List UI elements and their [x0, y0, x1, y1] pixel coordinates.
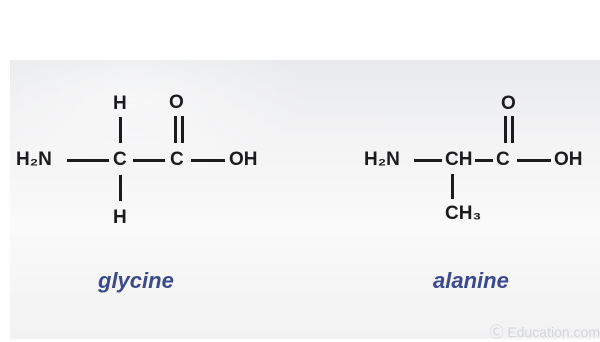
- glycine-top-hydrogen: H: [113, 94, 127, 113]
- glycine-double-bond-right: [181, 116, 184, 143]
- glycine-bond-c-oh: [191, 159, 225, 162]
- glycine-bond-n-c: [67, 159, 109, 162]
- alanine-bond-c-ch3: [451, 174, 454, 199]
- alanine-label: alanine: [433, 270, 509, 292]
- alanine-alpha-carbon-group: CH: [445, 150, 472, 169]
- alanine-amino-group: H₂N: [364, 150, 400, 169]
- glycine-bond-c-c: [133, 159, 165, 162]
- alanine-bond-c-oh: [517, 159, 551, 162]
- glycine-bottom-hydrogen: H: [113, 208, 127, 227]
- glycine-carbonyl-oxygen: O: [169, 93, 184, 112]
- glycine-label: glycine: [98, 270, 174, 292]
- alanine-bond-n-c: [414, 159, 442, 162]
- glycine-carboxyl-carbon: C: [170, 150, 184, 169]
- alanine-double-bond-right: [511, 116, 514, 143]
- glycine-alpha-carbon: C: [113, 150, 127, 169]
- glycine-amino-group: H₂N: [16, 150, 52, 169]
- alanine-bond-ch-c: [475, 159, 493, 162]
- glycine-double-bond-left: [174, 116, 177, 143]
- glycine-bond-c-h-bottom: [119, 175, 122, 201]
- alanine-carboxyl-carbon: C: [496, 150, 510, 169]
- alanine-double-bond-left: [504, 116, 507, 143]
- alanine-carbonyl-oxygen: O: [501, 94, 516, 113]
- watermark-text: Ⓒ Education.com: [490, 322, 600, 342]
- glycine-bond-c-h-top: [119, 117, 122, 143]
- alanine-hydroxyl: OH: [554, 150, 583, 169]
- glycine-hydroxyl: OH: [229, 150, 258, 169]
- alanine-methyl-group: CH₃: [445, 204, 481, 223]
